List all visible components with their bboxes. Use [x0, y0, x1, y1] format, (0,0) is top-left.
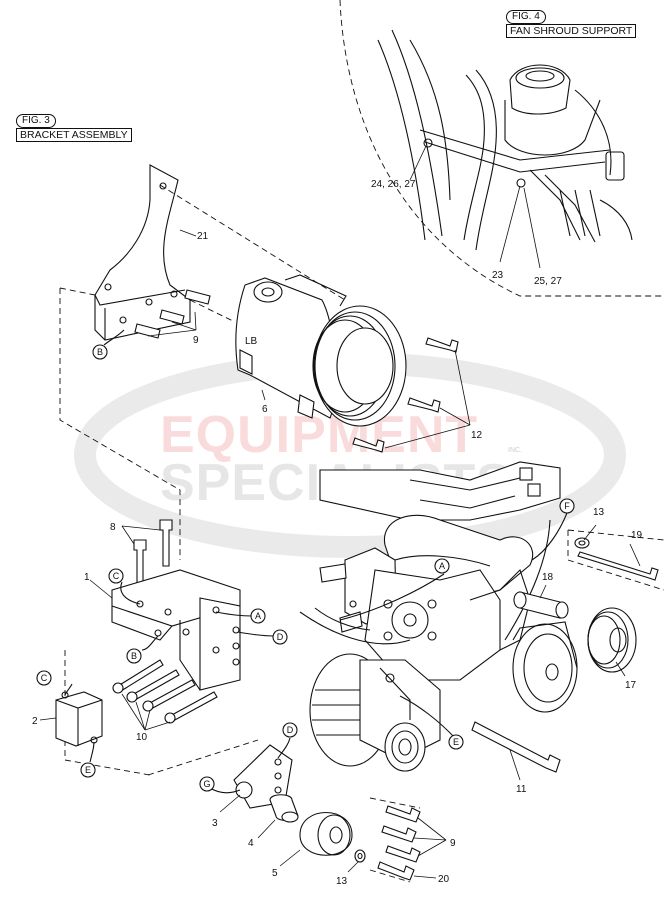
callout-23: 23 — [492, 270, 504, 281]
callout-2: 2 — [32, 716, 38, 727]
alternator — [309, 653, 441, 772]
callout-8: 8 — [110, 522, 116, 533]
callout-25-27: 25, 27 — [534, 276, 562, 287]
fig4-boundary — [339, 0, 664, 297]
ref-D-left: D — [277, 632, 284, 642]
callout-19: 19 — [631, 530, 643, 541]
callout-21: 21 — [197, 231, 209, 242]
leader-lines — [64, 229, 568, 794]
callout-20: 20 — [438, 874, 450, 885]
callout-24-26-27: 24, 26, 27 — [371, 179, 416, 190]
fig4-title: FAN SHROUD SUPPORT — [506, 24, 637, 38]
callout-1: 1 — [84, 572, 90, 583]
ref-F: F — [564, 501, 570, 511]
watermark-line1: EQUIPMENT — [160, 406, 478, 464]
ref-A-right: A — [439, 561, 445, 571]
engine-assembly — [299, 461, 561, 681]
callout-18: 18 — [542, 572, 554, 583]
callout-17: 17 — [625, 680, 637, 691]
fig4-header: FIG. 4 FAN SHROUD SUPPORT — [506, 10, 637, 38]
part-2-block — [39, 691, 103, 747]
ref-G: G — [203, 779, 210, 789]
callout-12: 12 — [471, 430, 483, 441]
part-11-bolt — [471, 721, 561, 781]
ref-A-left: A — [255, 611, 261, 621]
lower-parts — [219, 744, 447, 883]
ref-D-right: D — [287, 725, 294, 735]
callout-9-upper: 9 — [193, 335, 199, 346]
callout-11: 11 — [516, 784, 527, 795]
fig3-header: FIG. 3 BRACKET ASSEMBLY — [16, 114, 132, 142]
fig4-drawing — [377, 29, 633, 269]
callout-numbers: 21 9 6 12 8 1 2 10 3 4 5 13 9 20 11 13 1… — [32, 179, 643, 887]
part-12-bolts — [352, 337, 471, 453]
ref-E-left: E — [85, 765, 91, 775]
callout-13-upper: 13 — [593, 507, 605, 518]
callout-10: 10 — [136, 732, 148, 743]
part-6-compressor: LB — [235, 274, 407, 427]
part-9-bolts-upper — [134, 289, 211, 339]
callout-4: 4 — [248, 838, 254, 849]
fig3-title: BRACKET ASSEMBLY — [16, 128, 132, 142]
ref-B-lower: B — [131, 651, 137, 661]
pulleys-right — [512, 524, 664, 713]
callout-6: 6 — [262, 404, 268, 415]
callout-5: 5 — [272, 868, 278, 879]
ref-C-upper: C — [113, 571, 120, 581]
letter-references: B C B A D C E A F G D E — [36, 344, 575, 792]
callout-9-lower: 9 — [450, 838, 456, 849]
callout-3: 3 — [212, 818, 218, 829]
callout-13-lower: 13 — [336, 876, 348, 887]
ref-C-lower: C — [41, 673, 48, 683]
part-10-bolts — [112, 659, 218, 731]
watermark-tm: INC. — [508, 447, 522, 454]
part-1-block — [89, 569, 241, 691]
ref-E-right: E — [453, 737, 459, 747]
ref-B-upper: B — [97, 347, 103, 357]
compressor-mark: LB — [245, 336, 258, 347]
